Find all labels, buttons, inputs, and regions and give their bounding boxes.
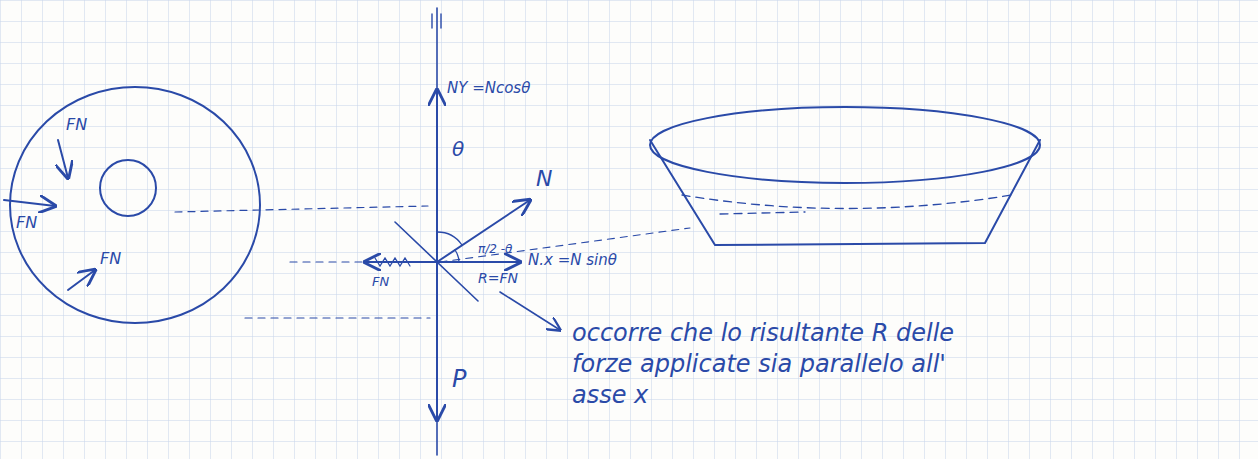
bowl-side (650, 140, 1040, 245)
n-arrow (437, 200, 530, 262)
surface-line (395, 222, 478, 301)
force-label: π/2 -θ (478, 243, 512, 257)
nx-arrow (437, 261, 520, 263)
p-arrow (436, 262, 438, 420)
bowl-bottom-circle (100, 160, 156, 216)
force-label: FN (66, 116, 87, 134)
projection-line (290, 261, 365, 262)
force-label: FN (100, 250, 121, 268)
force-label: NY =Ncosθ (447, 80, 530, 97)
level-line (682, 195, 1012, 209)
force-arrow (58, 140, 68, 178)
force-label: FN (372, 275, 389, 290)
force-label: R=FN (478, 270, 518, 286)
scribble (375, 258, 410, 266)
angle-arc (455, 250, 459, 262)
axis-tick (432, 14, 441, 28)
force-label: θ (452, 138, 464, 161)
force-label: P (452, 366, 466, 394)
force-arrow (4, 200, 55, 206)
ny-arrow (436, 90, 438, 262)
force-label: N (536, 166, 552, 191)
bowl-rim (650, 107, 1040, 183)
handwritten-note: occorre che lo risultante R delle forze … (572, 318, 992, 412)
projection-line (175, 206, 428, 212)
projection-line (245, 317, 430, 318)
force-label: N.x =N sinθ (528, 252, 617, 269)
level-line (720, 212, 805, 214)
force-arrow (68, 270, 95, 290)
force-label: FN (16, 214, 37, 232)
theta-arc (437, 232, 462, 245)
leader-arrow (500, 292, 560, 330)
fn-arrow (365, 261, 437, 263)
